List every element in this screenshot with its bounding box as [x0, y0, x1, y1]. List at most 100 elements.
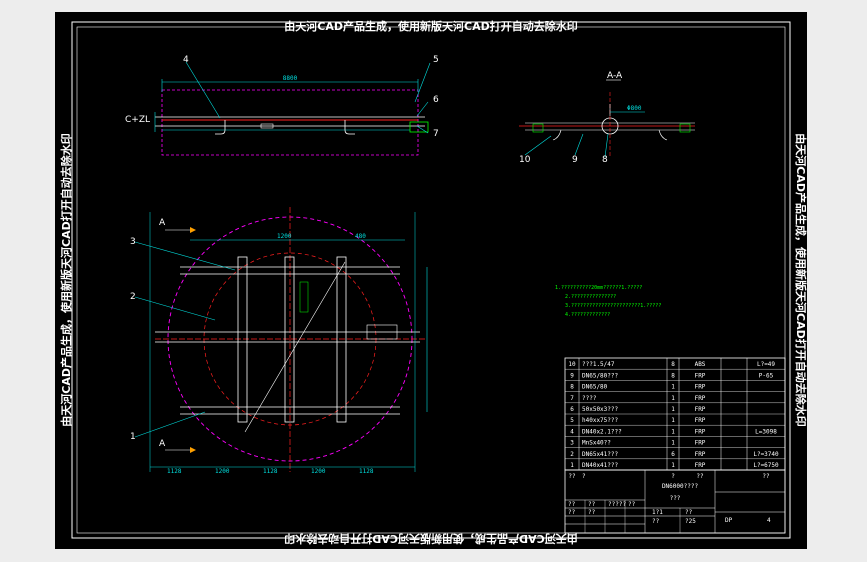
callout-6: 6: [433, 95, 439, 105]
table-cell-qty: 1: [671, 440, 675, 447]
callout-1: 1: [130, 432, 136, 442]
section-marker-bottom: A: [159, 439, 166, 449]
table-cell-remark: L=3098: [755, 428, 777, 435]
table-cell-qty: 1: [671, 395, 675, 402]
table-cell-name: DN40x2.1???: [582, 428, 622, 435]
top-view-dim: 8800: [283, 75, 298, 82]
table-cell-no: ??: [568, 473, 576, 480]
table-cell-name: DN65/80: [582, 384, 608, 391]
table-cell-name: h40xx75???: [582, 417, 619, 424]
table-cell-qty: ?: [671, 473, 675, 480]
title-block: DN6000???? ??? DP 4 ?? ?? ????? ?? ?? ??…: [564, 469, 786, 534]
table-cell-mat: FRP: [695, 395, 706, 402]
table-cell-name: DN40x41???: [582, 462, 619, 469]
outer-frame: [71, 21, 791, 539]
watermark-bottom: 由天河CAD产品生成，使用新版天河CAD打开自动去除水印: [284, 532, 577, 546]
table-cell-remark: P-65: [759, 372, 774, 379]
cad-drawing-canvas[interactable]: 由天河CAD产品生成，使用新版天河CAD打开自动去除水印 由天河CAD产品生成，…: [55, 12, 807, 549]
table-cell-name: ????: [582, 395, 597, 402]
table-cell-mat: FRP: [695, 384, 706, 391]
callout-2: 2: [130, 292, 136, 302]
drawing-sheet: 4: [767, 517, 771, 524]
watermark-top: 由天河CAD产品生成，使用新版天河CAD打开自动去除水印: [284, 19, 577, 33]
plan-dim-top-1: 1200: [277, 233, 292, 240]
drawing-subtitle: ???: [670, 495, 681, 502]
plan-dim-bottom-4: 1200: [311, 468, 326, 475]
table-cell-mat: FRP: [695, 440, 706, 447]
note-4: 4.?????????????: [565, 312, 610, 318]
table-cell-qty: 8: [671, 361, 675, 368]
table-cell-name: DN65/80???: [582, 372, 619, 379]
plan-dim-bottom-3: 1128: [263, 468, 278, 475]
table-cell-qty: 1: [671, 462, 675, 469]
note-2: 2.???????????????: [565, 294, 616, 300]
table-cell-qty: 1: [671, 384, 675, 391]
table-cell-no: 7: [570, 395, 574, 402]
table-cell-no: 1: [570, 462, 574, 469]
table-cell-no: 10: [568, 361, 576, 368]
table-cell-mat: FRP: [695, 462, 706, 469]
drawing-code: DP: [725, 517, 733, 524]
plan-view: 1200 480 1128 1200 1128 1200 1128 3 2 1 …: [130, 207, 428, 475]
table-cell-no: 8: [570, 384, 574, 391]
table-cell-no: 4: [570, 428, 574, 435]
callout-8: 8: [602, 155, 608, 165]
notes: 1.??????????20mm??????1.????? 2.????????…: [555, 285, 661, 318]
table-cell-mat: ABS: [695, 361, 706, 368]
table-cell-name: 50x50x3???: [582, 406, 619, 413]
table-cell-no: 9: [570, 372, 574, 379]
tb-small-7: 1?1: [652, 509, 663, 516]
table-cell-remark: ??: [762, 473, 770, 480]
top-view: 8800 C+ZL 4 5 6 7: [125, 55, 439, 156]
table-cell-qty: 1: [671, 417, 675, 424]
drawing-title: DN6000????: [662, 483, 699, 490]
table-cell-qty: 6: [671, 451, 675, 458]
watermark-left: 由天河CAD产品生成，使用新版天河CAD打开自动去除水印: [59, 133, 73, 426]
table-cell-no: 6: [570, 406, 574, 413]
table-cell-no: 3: [570, 440, 574, 447]
plan-dim-top-2: 480: [355, 233, 366, 240]
callout-9: 9: [572, 155, 578, 165]
callout-4: 4: [183, 55, 189, 65]
table-cell-remark: L?=6750: [753, 462, 779, 469]
table-cell-mat: FRP: [695, 406, 706, 413]
table-cell-qty: 1: [671, 406, 675, 413]
table-cell-name: MnSx40??: [582, 440, 611, 447]
plan-dim-bottom-2: 1200: [215, 468, 230, 475]
tb-small-4: ??: [628, 501, 636, 508]
tb-small-8: ??: [685, 509, 693, 516]
note-1: 1.??????????20mm??????1.?????: [555, 285, 642, 291]
tb-small-6: ??: [588, 509, 596, 516]
tb-small-1: ??: [568, 501, 576, 508]
tb-small-5: ??: [568, 509, 576, 516]
plan-dim-bottom-5: 1128: [359, 468, 374, 475]
tb-small-3: ?????: [608, 501, 626, 508]
table-cell-mat: FRP: [695, 428, 706, 435]
callout-10: 10: [519, 155, 531, 165]
table-cell-name: ???1.5/47: [582, 361, 615, 368]
table-cell-name: DN65x41???: [582, 451, 619, 458]
tb-small-9: ??: [652, 518, 660, 525]
watermark-right: 由天河CAD产品生成，使用新版天河CAD打开自动去除水印: [794, 133, 807, 426]
section-title: A-A: [607, 71, 623, 81]
callout-7: 7: [433, 129, 439, 139]
table-cell-name: ?: [582, 473, 586, 480]
table-cell-mat: FRP: [695, 451, 706, 458]
tb-small-10: ?25: [685, 518, 696, 525]
callout-5: 5: [433, 55, 439, 65]
section-view: A-A Φ800 10 9 8: [519, 71, 695, 165]
inner-frame: [76, 26, 786, 534]
section-dim: Φ800: [627, 105, 642, 112]
section-marker-top: A: [159, 218, 166, 228]
table-cell-mat: ??: [696, 473, 704, 480]
table-cell-no: 5: [570, 417, 574, 424]
table-cell-no: 2: [570, 451, 574, 458]
table-cell-mat: FRP: [695, 417, 706, 424]
plan-dim-bottom-1: 1128: [167, 468, 182, 475]
cad-drawing-svg: 由天河CAD产品生成，使用新版天河CAD打开自动去除水印 由天河CAD产品生成，…: [59, 19, 807, 546]
table-cell-qty: 8: [671, 372, 675, 379]
table-cell-mat: FRP: [695, 372, 706, 379]
tb-small-2: ??: [588, 501, 596, 508]
